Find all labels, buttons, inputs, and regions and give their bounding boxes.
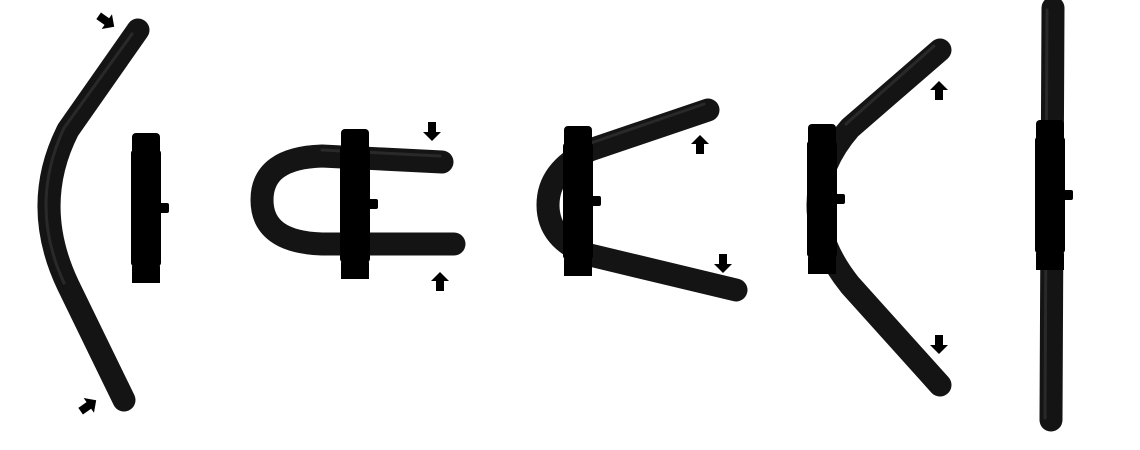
stage-4 [806,38,952,397]
clip-stage-1 [131,133,169,283]
stage-5 [1035,0,1073,432]
arrow-down-icon [714,254,732,273]
clip-stage-5 [1035,120,1073,270]
arrow-up-icon [930,81,948,100]
tube-stage-2 [250,144,466,256]
arrow-up-icon [431,272,449,291]
arrow-up-icon [691,135,709,154]
stage-1 [37,8,169,419]
stage-2 [250,122,466,291]
arrow-down-right-icon [93,8,120,35]
arrow-down-icon [930,335,948,354]
arrow-down-icon [423,122,441,141]
tube-stage-1 [37,18,150,412]
arrow-up-right-icon [75,392,102,419]
stage-3 [536,98,748,302]
